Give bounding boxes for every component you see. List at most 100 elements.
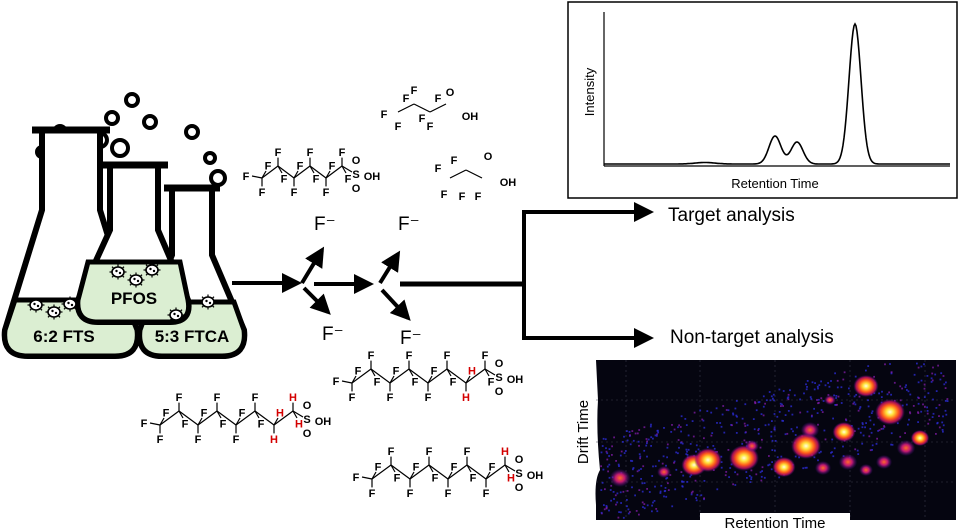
ims-noise-point	[646, 440, 648, 443]
ims-noise-point	[830, 451, 832, 454]
ims-noise-point	[685, 498, 687, 500]
ims-noise-point	[613, 498, 615, 500]
ims-noise-point	[835, 397, 837, 399]
ims-noise-point	[793, 394, 796, 397]
ims-noise-point	[632, 468, 634, 471]
ims-noise-point	[620, 450, 623, 453]
atom-label: F	[141, 418, 148, 430]
ims-noise-point	[626, 439, 629, 442]
ims-noise-point	[605, 507, 608, 510]
ims-noise-point	[859, 406, 862, 408]
ims-noise-point	[723, 431, 726, 434]
ims-noise-point	[750, 478, 753, 480]
ims-noise-point	[890, 393, 892, 396]
ims-noise-point	[856, 449, 859, 452]
ims-noise-point	[600, 465, 602, 468]
ims-noise-point	[932, 398, 934, 401]
ims-noise-point	[652, 501, 654, 504]
ims-noise-point	[790, 428, 793, 430]
ims-noise-point	[943, 383, 946, 386]
fluoride-ion: F⁻	[400, 328, 422, 349]
ims-noise-point	[725, 471, 728, 473]
ims-noise-point	[639, 455, 642, 458]
ims-noise-point	[750, 469, 753, 472]
atom-label: H	[468, 365, 476, 377]
ims-noise-point	[837, 395, 840, 398]
ims-noise-point	[842, 378, 845, 381]
ims-noise-point	[695, 450, 697, 453]
flask-label-5-3-ftca: 5:3 FTCA	[155, 327, 230, 346]
atom-label: F	[406, 350, 413, 362]
ims-noise-point	[946, 400, 949, 402]
atom-label: H	[501, 446, 509, 458]
ims-noise-point	[656, 510, 659, 513]
ims-noise-point	[880, 428, 883, 430]
ims-noise-point	[942, 375, 945, 377]
ims-noise-point	[886, 393, 889, 396]
ims-spot	[814, 461, 832, 475]
ims-noise-point	[930, 381, 933, 383]
ims-noise-point	[861, 426, 864, 429]
atom-label: OH	[462, 111, 479, 123]
ims-noise-point	[869, 419, 872, 422]
ims-noise-point	[651, 510, 653, 513]
atom-label: F	[239, 407, 246, 419]
ims-noise-point	[864, 426, 866, 429]
ims-noise-point	[938, 415, 940, 417]
ims-noise-point	[858, 395, 861, 398]
ims-spot	[609, 469, 631, 487]
ims-noise-point	[806, 410, 809, 413]
ims-noise-point	[627, 512, 630, 515]
ims-spot	[838, 454, 858, 470]
atom-label: F	[195, 434, 202, 446]
ims-noise-point	[690, 491, 693, 494]
atom-label: F	[388, 446, 395, 458]
ims-noise-point	[710, 434, 713, 437]
ims-noise-point	[787, 410, 790, 412]
ims-noise-point	[646, 488, 648, 490]
ims-noise-point	[636, 432, 639, 435]
ims-noise-point	[816, 399, 818, 401]
ims-noise-point	[662, 455, 665, 458]
ims-noise-point	[799, 398, 801, 401]
ims-noise-point	[818, 451, 821, 454]
ims-noise-point	[776, 456, 779, 459]
ims-noise-point	[945, 413, 948, 416]
ims-noise-point	[831, 438, 834, 441]
atom-label: F	[483, 488, 490, 500]
ims-noise-point	[847, 393, 850, 395]
ims-noise-point	[757, 429, 760, 432]
ims-y-label: Drift Time	[575, 400, 592, 464]
atom-label: H	[289, 392, 297, 404]
atom-label: O	[484, 151, 493, 163]
atom-label: F	[435, 163, 442, 175]
ims-noise-point	[817, 459, 819, 462]
ims-noise-point	[602, 468, 605, 471]
ims-noise-point	[663, 490, 666, 493]
atom-label: O	[303, 400, 312, 412]
ims-noise-point	[762, 405, 765, 408]
chromatogram-y-label: Intensity	[582, 67, 597, 116]
atom-label: F	[435, 93, 442, 105]
ims-noise-point	[755, 409, 758, 412]
ims-noise-point	[606, 458, 609, 461]
ims-noise-point	[763, 476, 766, 479]
ims-noise-point	[651, 504, 653, 507]
ims-spot	[791, 433, 821, 459]
ims-noise-point	[904, 432, 906, 434]
ims-noise-point	[883, 425, 885, 427]
ims-noise-point	[746, 424, 749, 427]
ims-noise-point	[691, 490, 694, 493]
ims-noise-point	[817, 423, 819, 426]
ims-noise-point	[869, 427, 872, 430]
ims-noise-point	[616, 501, 619, 504]
ims-noise-point	[813, 407, 815, 410]
ims-noise-point	[706, 446, 709, 449]
ims-noise-point	[612, 491, 615, 493]
ims-noise-point	[652, 437, 654, 440]
ims-noise-point	[752, 418, 755, 420]
ims-noise-point	[743, 422, 746, 425]
